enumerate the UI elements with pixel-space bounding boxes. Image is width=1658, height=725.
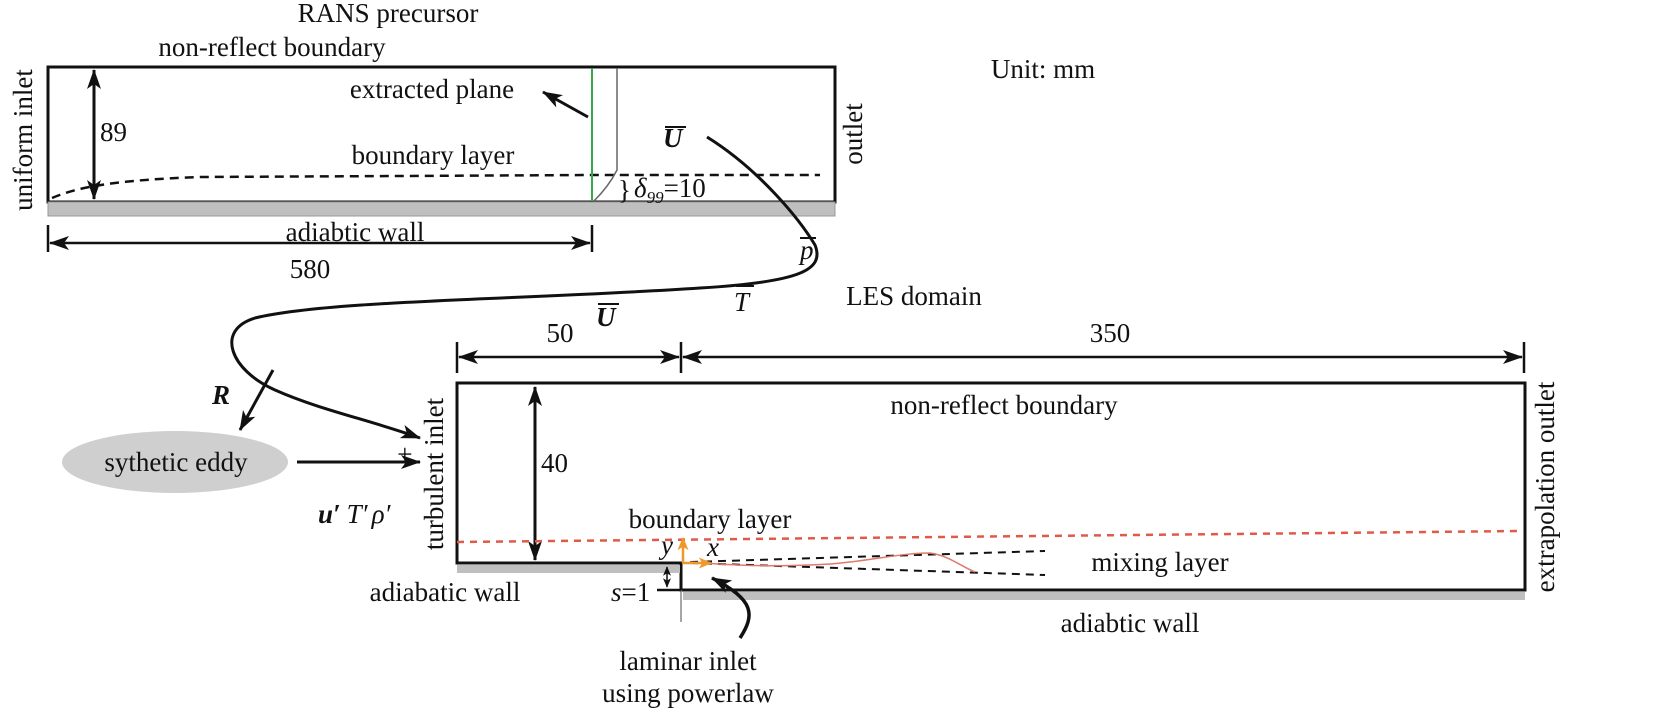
les-inlet-label: turbulent inlet — [419, 397, 449, 550]
extracted-plane-label: extracted plane — [350, 74, 514, 104]
extracted-plane-arrow — [542, 90, 589, 119]
les-title: LES domain — [846, 281, 982, 311]
delta-brace: } — [618, 175, 631, 205]
rans-length-value: 580 — [290, 254, 331, 284]
velocity-profile — [593, 68, 618, 202]
transfer-ubar-label: U — [596, 302, 617, 332]
les-boundary-layer-line — [456, 529, 1523, 544]
laminar-inlet-arrow — [711, 576, 751, 639]
unit-note: Unit: mm — [991, 54, 1095, 84]
rans-ubar-label: U — [663, 123, 684, 153]
rans-top-boundary-label: non-reflect boundary — [158, 32, 386, 62]
x-axis-label: x — [706, 532, 719, 562]
mixing-layer-label: mixing layer — [1091, 547, 1228, 577]
les-upper-wall-label: adiabatic wall — [370, 577, 521, 607]
rans-bl-label: boundary layer — [352, 140, 515, 170]
data-transfer: p T U R sythetic eddy u′T′ρ′ + — [62, 135, 819, 529]
rans-wall-label: adiabtic wall — [286, 217, 425, 247]
les-lower-wall — [683, 592, 1525, 600]
y-axis-label: y — [658, 530, 673, 560]
les-top-boundary-label: non-reflect boundary — [890, 390, 1118, 420]
plus-sign: + — [390, 446, 420, 461]
les-height-value: 40 — [541, 448, 568, 478]
rans-outlet-label: outlet — [838, 103, 868, 165]
delta99-label: δ99=10 — [634, 173, 706, 207]
step-height-label: s=1 — [611, 577, 650, 607]
rans-height-value: 89 — [100, 117, 127, 147]
rans-precursor: RANS precursor non-reflect boundary Unit… — [8, 0, 1095, 284]
rans-wall — [47, 201, 836, 217]
laminar-inlet-label-line1: laminar inlet — [619, 646, 757, 676]
laminar-inlet-label-line2: using powerlaw — [602, 678, 774, 708]
les-lower-wall-label: adiabtic wall — [1061, 608, 1200, 638]
les-domain: LES domain 50 350 non-reflect boundary t… — [370, 281, 1560, 708]
les-upstream-value: 50 — [547, 318, 574, 348]
transfer-curve — [230, 135, 819, 440]
rans-boundary-layer-line — [51, 173, 820, 200]
tbar-label: T — [734, 287, 751, 317]
rans-title: RANS precursor — [298, 0, 479, 28]
les-bl-label: boundary layer — [629, 504, 792, 534]
reynolds-stress-label: R — [211, 380, 230, 410]
les-upper-wall — [457, 565, 680, 573]
fluctuation-label: u′T′ρ′ — [318, 499, 392, 529]
mixing-layer-upper — [689, 550, 1046, 563]
reynolds-stress-arrow — [238, 369, 275, 431]
les-downstream-value: 350 — [1090, 318, 1131, 348]
rans-inlet-label: uniform inlet — [8, 69, 38, 211]
les-outlet-label: extrapolation outlet — [1530, 381, 1560, 592]
pbar-label: p — [798, 235, 814, 265]
shear-layer-trace — [689, 552, 976, 573]
synthetic-eddy-node — [62, 431, 288, 493]
synthetic-eddy-label: sythetic eddy — [104, 447, 248, 477]
